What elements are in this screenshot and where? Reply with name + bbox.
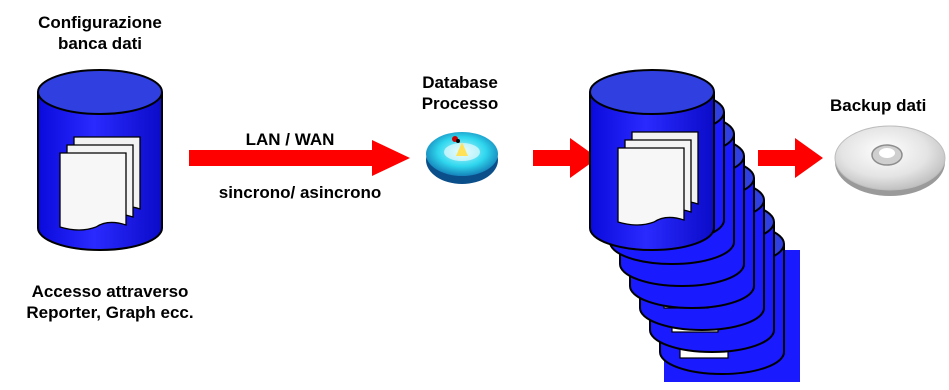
arrow-lan-wan (189, 140, 410, 176)
access-line2: Reporter, Graph ecc. (26, 303, 194, 322)
process-line2: Processo (421, 94, 499, 113)
arrow-to-storage (533, 138, 598, 178)
stacked-database-icon (589, 69, 800, 382)
config-title-line2: banca dati (57, 34, 143, 53)
database-process-icon (426, 132, 498, 184)
access-line1: Accesso attraverso (31, 282, 189, 301)
process-line1: Database (422, 73, 498, 92)
document-stack-icon (59, 136, 141, 231)
link-label-top: LAN / WAN (245, 130, 335, 149)
config-database-icon (37, 69, 163, 251)
arrow-to-backup (758, 138, 823, 178)
disc-backup-icon (834, 125, 946, 196)
document-stack-icon (617, 131, 699, 226)
backup-label: Backup dati (830, 96, 927, 115)
config-title-line1: Configurazione (38, 13, 162, 32)
link-label-bottom: sincrono/ asincrono (218, 183, 382, 202)
config-title: Configurazione banca dati (20, 12, 180, 54)
access-caption: Accesso attraverso Reporter, Graph ecc. (0, 281, 220, 323)
process-label: Database Processo (405, 72, 515, 114)
